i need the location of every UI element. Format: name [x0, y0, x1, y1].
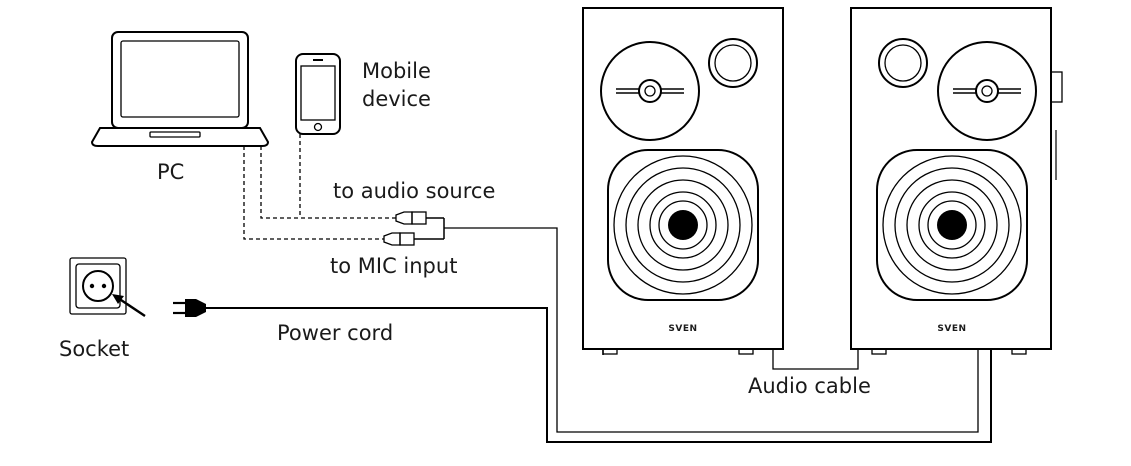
audio-cable-line: [772, 350, 859, 370]
brand-label-left: SVEN: [668, 324, 697, 334]
mini-jack-plug-icon: [383, 211, 445, 246]
audio-cable-label: Audio cable: [748, 374, 871, 398]
mobile-device-label-line2: device: [362, 87, 431, 111]
mobile-device-icon: [295, 53, 341, 135]
pc-label: PC: [157, 160, 184, 184]
audio-source-label: to audio source: [333, 179, 495, 203]
mobile-device-label-line1: Mobile: [362, 59, 431, 83]
power-plug-icon: [173, 299, 206, 317]
speaker-left: [582, 7, 784, 355]
brand-label-right: SVEN: [937, 324, 966, 334]
audio-source-cable: [444, 227, 979, 433]
power-cord-label: Power cord: [277, 321, 393, 345]
speaker-right: [850, 7, 1063, 355]
socket-icon: [69, 257, 146, 317]
socket-label: Socket: [59, 337, 129, 361]
mic-input-label: to MIC input: [330, 254, 457, 278]
signal-paths: [243, 134, 396, 240]
laptop-icon: [90, 31, 270, 147]
power-cord-line: [206, 307, 992, 443]
